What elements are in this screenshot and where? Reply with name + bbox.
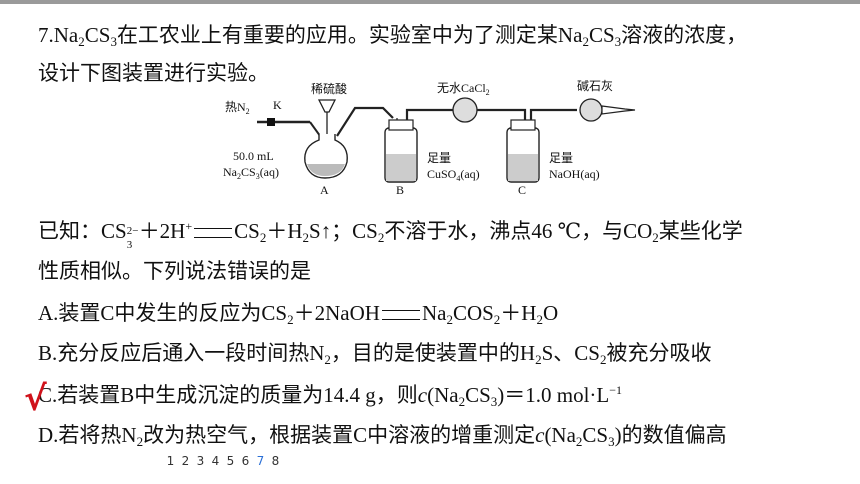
equals-sign — [381, 310, 420, 321]
page-link-5[interactable]: 5 — [226, 454, 235, 468]
page-link-2[interactable]: 2 — [181, 454, 190, 468]
label-cuso4: CuSO4(aq) — [427, 167, 480, 183]
bottle-c-liquid — [508, 154, 538, 181]
page-link-3[interactable]: 3 — [196, 454, 205, 468]
label-solution-a: Na2CS3(aq) — [223, 165, 279, 181]
page-link-1[interactable]: 1 — [166, 454, 175, 468]
cacl2-dryer — [452, 97, 478, 123]
soda-lime-tail — [601, 105, 636, 115]
label-hot-n2: 热N2 — [225, 100, 250, 116]
ion-charge-stack: 2−3 — [126, 225, 139, 251]
bottle-c-stopper — [510, 119, 536, 131]
tube-b-dryer — [405, 108, 453, 120]
top-bar — [0, 0, 860, 4]
label-zuliang-c: 足量 — [549, 151, 573, 165]
tube-dryer-c — [477, 108, 527, 120]
question-line-1: 7.Na2CS3在工农业上有重要的应用。实验室中为了测定某Na2CS3溶液的浓度… — [38, 23, 748, 49]
label-acid: 稀硫酸 — [311, 81, 347, 96]
page-link-6[interactable]: 6 — [241, 454, 250, 468]
flask-a-liquid — [307, 164, 345, 176]
question-line-2: 设计下图装置进行实验。 — [38, 61, 269, 85]
option-c: C.若装置B中生成沉淀的质量为14.4 g，则c(Na2CS3)＝1.0 mol… — [38, 383, 623, 409]
label-a: A — [320, 183, 329, 197]
equals-sign — [194, 228, 233, 239]
known-line-2: 性质相似。下列说法错误的是 — [38, 259, 311, 283]
answer-check-mark: √ — [24, 379, 47, 419]
label-naoh: NaOH(aq) — [549, 167, 600, 181]
soda-lime-bulb — [579, 98, 603, 122]
dropping-funnel — [317, 99, 337, 113]
label-soda-lime: 碱石灰 — [577, 79, 613, 93]
bottle-b-stopper — [388, 119, 414, 131]
page-link-7-current[interactable]: 7 — [256, 454, 265, 468]
label-volume: 50.0 mL — [233, 149, 274, 163]
label-valve-k: K — [273, 98, 282, 112]
bottle-b-liquid — [386, 154, 416, 181]
label-zuliang-b: 足量 — [427, 151, 451, 165]
apparatus-diagram: 热N2 K 稀硫酸 50.0 mL Na2CS3(aq) A 足量 CuSO4(… — [223, 79, 636, 197]
page-link-4[interactable]: 4 — [211, 454, 220, 468]
valve-k — [267, 118, 275, 126]
tube-a-b — [336, 106, 394, 137]
label-b: B — [396, 183, 404, 197]
option-d: D.若将热N2改为热空气，根据装置C中溶液的增重测定c(Na2CS3)的数值偏高 — [38, 423, 727, 449]
option-b: B.充分反应后通入一段时间热N2，目的是使装置中的H2S、CS2被充分吸收 — [38, 341, 712, 367]
label-cacl2: 无水CaCl2 — [437, 81, 490, 97]
page-link-8[interactable]: 8 — [271, 454, 280, 468]
label-c: C — [518, 183, 526, 197]
tube-c-limer — [529, 108, 577, 120]
